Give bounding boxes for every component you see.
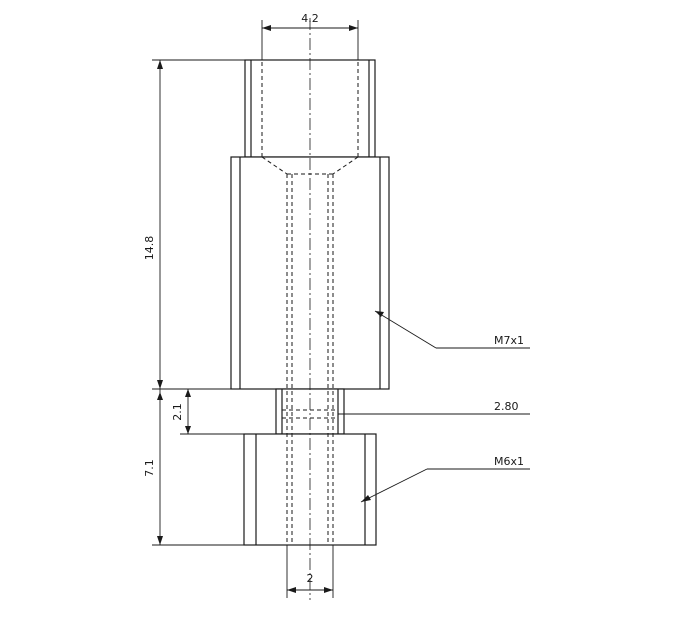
arrowhead	[262, 25, 271, 31]
dimension-value: 4.2	[301, 12, 319, 25]
dimension-lower-height: 7.1	[143, 389, 244, 546]
dimension-value: 14.8	[143, 236, 156, 261]
callout-upper-thread: M7x1	[374, 310, 530, 349]
callout-neck-diameter: 2.80	[338, 400, 530, 415]
chamfer-hidden-left	[261, 156, 288, 175]
dimension-overall-height: 14.8	[143, 59, 245, 390]
callout-label: M6x1	[494, 455, 524, 468]
dimension-neck-height: 2.1	[171, 388, 244, 435]
arrowhead	[157, 392, 163, 400]
chamfer-hidden-right	[332, 156, 359, 175]
dimension-value: 2.1	[171, 403, 184, 421]
arrowhead	[349, 25, 358, 31]
arrowhead	[185, 426, 191, 434]
callout-lower-thread: M6x1	[360, 455, 530, 503]
hidden-lines	[261, 62, 359, 545]
callout-label: 2.80	[494, 400, 519, 413]
dimension-value: 7.1	[143, 459, 156, 477]
arrowhead	[324, 587, 333, 593]
arrowhead	[375, 311, 384, 317]
arrowhead	[287, 587, 296, 593]
dimension-top-width: 4.2	[261, 12, 359, 60]
arrowhead	[157, 60, 163, 69]
leader-line	[374, 310, 437, 349]
arrowhead	[361, 495, 371, 502]
arrowhead	[157, 536, 163, 545]
leader-line	[360, 468, 428, 503]
arrowhead	[185, 389, 191, 397]
dimension-value: 2	[307, 572, 314, 585]
callout-label: M7x1	[494, 334, 524, 347]
arrowhead	[157, 380, 163, 389]
dimension-bore-width: 2	[286, 545, 334, 598]
